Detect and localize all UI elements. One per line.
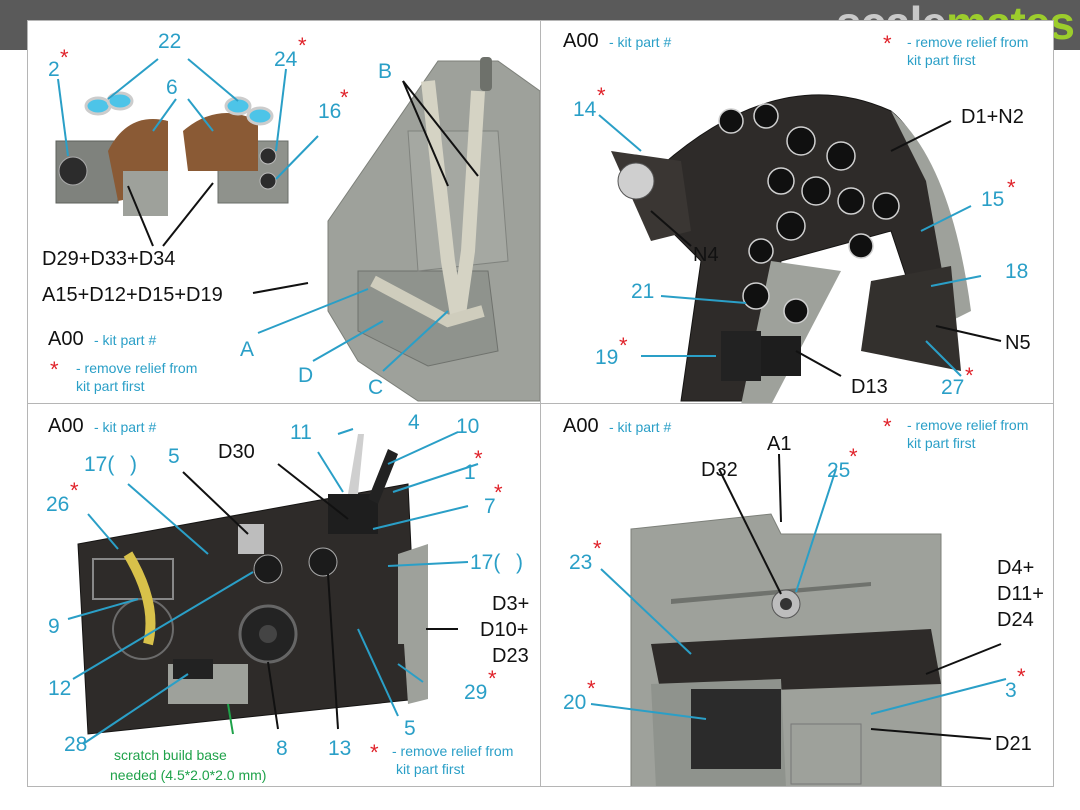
legend-kit-code: A00 [48, 328, 84, 350]
remove-relief-star: * [488, 666, 497, 691]
label-3: 3 [1005, 679, 1017, 702]
remove-relief-star: * [597, 83, 606, 108]
label-4: 4 [408, 411, 420, 434]
remove-relief-star: * [340, 85, 349, 110]
label-5: 5 [168, 445, 180, 468]
legend-kit-code: A00 [563, 415, 599, 437]
remove-relief-star: * [494, 480, 503, 505]
label-d1-n2: D1+N2 [961, 106, 1024, 128]
scratch-build-note: scratch build base [114, 747, 227, 763]
label-23: 23 [569, 551, 593, 574]
remove-relief-star: * [965, 363, 974, 388]
panel-instrument-panel: A00 - kit part # * - remove relief from … [540, 20, 1054, 404]
legend-remove-text-2: kit part first [76, 378, 145, 394]
label-12: 12 [48, 677, 72, 700]
remove-relief-star: * [474, 446, 483, 471]
label-17-right: 17( [470, 551, 501, 574]
label-14: 14 [573, 98, 597, 121]
label-20: 20 [563, 691, 587, 714]
remove-relief-star: * [883, 414, 892, 439]
label-d13: D13 [851, 376, 888, 398]
q1-illustration [55, 57, 540, 402]
label-17-left: 17( [84, 453, 115, 476]
remove-relief-star: * [1007, 175, 1016, 200]
label-17-left-close: ) [130, 453, 137, 476]
label-d10: D10+ [480, 619, 529, 641]
q2-illustration [598, 94, 1002, 403]
label-13: 13 [328, 737, 352, 760]
legend-remove-text-2: kit part first [396, 761, 465, 777]
legend-remove-text: - remove relief from [392, 743, 514, 759]
label-26: 26 [46, 493, 70, 516]
label-27: 27 [941, 376, 965, 399]
label-7: 7 [484, 495, 496, 518]
label-d23: D23 [492, 645, 529, 667]
q4-illustration [590, 453, 1007, 786]
label-D: D [298, 364, 314, 387]
legend-kit-code: A00 [48, 415, 84, 437]
label-11: 11 [290, 421, 312, 444]
remove-relief-star: * [60, 45, 69, 70]
label-d30: D30 [218, 441, 255, 463]
label-6: 6 [166, 76, 178, 99]
label-16: 16 [318, 100, 342, 123]
label-22: 22 [158, 30, 182, 53]
label-29: 29 [464, 681, 488, 704]
panel-right-console: A00 - kit part # * - remove relief from … [540, 403, 1054, 787]
legend-remove-text-2: kit part first [907, 435, 976, 451]
label-d29-d33-d34: D29+D33+D34 [42, 248, 176, 270]
q3-illustration [67, 428, 479, 745]
legend-kit-code: A00 [563, 30, 599, 52]
remove-relief-star: * [883, 31, 892, 56]
label-a15-d12-d15-d19: A15+D12+D15+D19 [42, 284, 223, 306]
label-d32: D32 [701, 459, 738, 481]
label-19: 19 [595, 346, 619, 369]
label-25: 25 [827, 459, 851, 482]
label-1: 1 [464, 461, 476, 484]
label-d3: D3+ [492, 593, 530, 615]
label-2: 2 [48, 58, 60, 81]
label-C: C [368, 376, 384, 399]
legend-remove-text-2: kit part first [907, 52, 976, 68]
legend-kit-text: - kit part # [94, 419, 157, 435]
remove-relief-star: * [370, 740, 379, 765]
remove-relief-star: * [587, 676, 596, 701]
label-9: 9 [48, 615, 60, 638]
remove-relief-star: * [1017, 664, 1026, 689]
label-5-lower: 5 [404, 717, 416, 740]
remove-relief-star: * [298, 33, 307, 58]
label-d21: D21 [995, 733, 1032, 755]
legend-remove-text: - remove relief from [76, 360, 198, 376]
label-a1: A1 [767, 433, 792, 455]
label-n4: N4 [693, 244, 719, 266]
remove-relief-star: * [593, 536, 602, 561]
label-18: 18 [1005, 260, 1029, 283]
label-d24: D24 [997, 609, 1034, 631]
label-d4: D4+ [997, 557, 1035, 579]
label-21: 21 [631, 280, 655, 303]
label-n5: N5 [1005, 332, 1031, 354]
remove-relief-star: * [70, 478, 79, 503]
label-28: 28 [64, 733, 88, 756]
legend-remove-text: - remove relief from [907, 417, 1029, 433]
remove-relief-star: * [619, 333, 628, 358]
label-d11: D11+ [997, 583, 1044, 605]
label-A: A [240, 338, 255, 361]
label-24: 24 [274, 48, 298, 71]
label-8: 8 [276, 737, 288, 760]
legend-kit-text: - kit part # [609, 419, 672, 435]
label-17-right-close: ) [516, 551, 523, 574]
label-15: 15 [981, 188, 1005, 211]
panel-left-console: A00 - kit part # 4 10 11 D30 5 17( ) 1 *… [27, 403, 541, 787]
remove-relief-star: * [849, 444, 858, 469]
legend-remove-text: - remove relief from [907, 34, 1029, 50]
legend-kit-text: - kit part # [94, 332, 157, 348]
scratch-build-note-2: needed (4.5*2.0*2.0 mm) [110, 767, 267, 783]
label-B: B [378, 60, 393, 83]
legend-kit-text: - kit part # [609, 34, 672, 50]
label-10: 10 [456, 415, 480, 438]
panel-seat-gunsights: 22 2 * 24 * 6 16 * D29+D33+D34 A15+D12+D… [27, 20, 541, 404]
remove-relief-star: * [50, 357, 59, 382]
